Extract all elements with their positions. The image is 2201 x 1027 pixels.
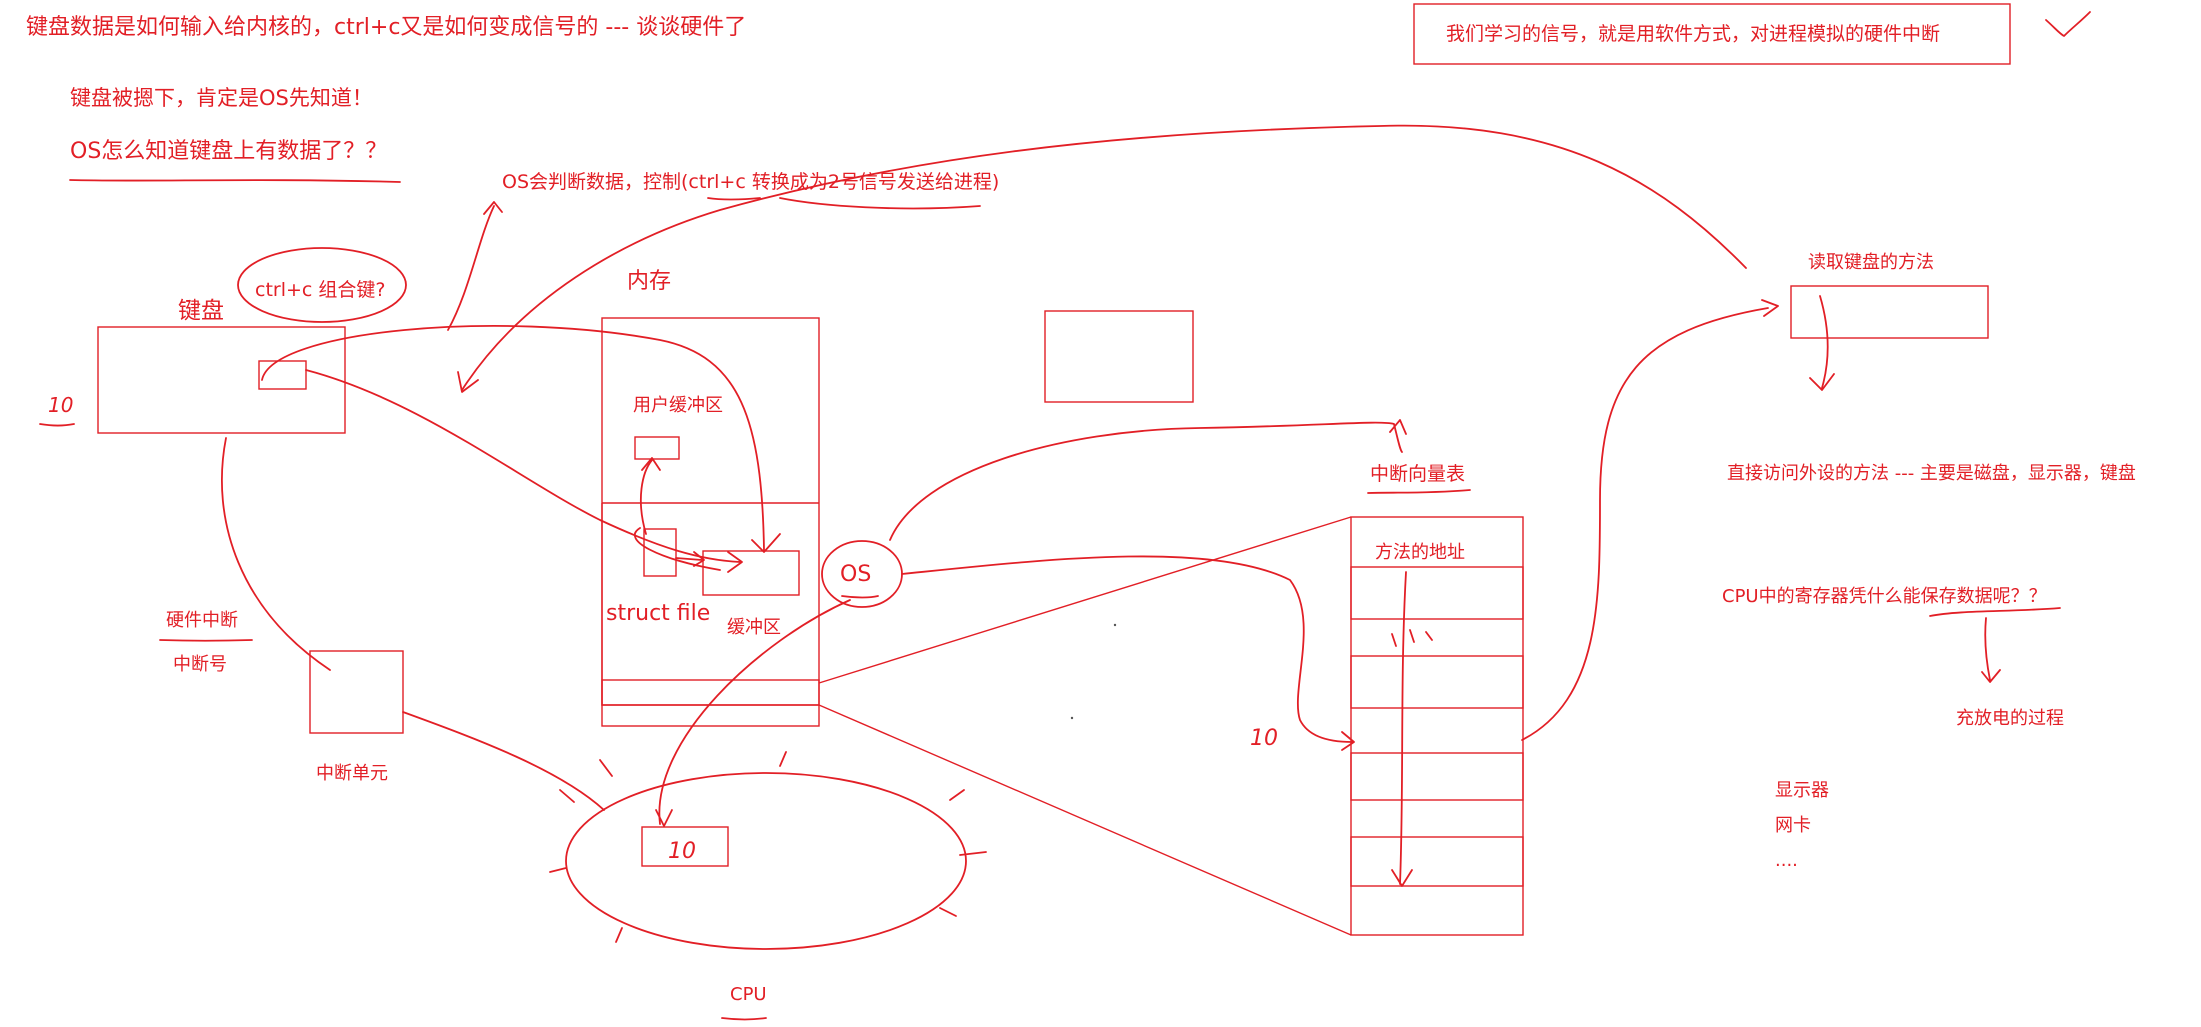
ivt-box	[1350, 516, 1524, 936]
ctrlc-combo-text: ctrl+c 组合键?	[255, 279, 385, 301]
os-first-text: 键盘被摁下，肯定是OS先知道！	[70, 86, 373, 110]
title-text: 键盘数据是如何输入给内核的，ctrl+c又是如何变成信号的 --- 谈谈硬件了	[26, 15, 746, 40]
cpu-registers-text: CPU中的寄存器凭什么能保存数据呢？？	[1722, 586, 2047, 607]
interrupt-unit-label: 中断单元	[316, 763, 388, 784]
direct-access-text: 直接访问外设的方法 --- 主要是磁盘，显示器，键盘	[1727, 463, 2136, 484]
memory-box	[601, 317, 820, 727]
ivt-index-id: 10	[1250, 726, 1278, 751]
user-buffer-box	[634, 436, 680, 460]
hw-interrupt-text: 硬件中断	[166, 610, 238, 631]
cpu-spikes	[549, 751, 987, 943]
keyboard-id-underline	[39, 423, 75, 427]
empty-box	[1044, 310, 1194, 403]
buffer-label: 缓冲区	[727, 617, 781, 638]
note-box-text: 我们学习的信号，就是用软件方式，对进程模拟的硬件中断	[1446, 23, 1940, 45]
os-label: OS	[840, 562, 871, 587]
os-judge-underline	[707, 197, 981, 210]
struct-file-label: struct file	[606, 601, 710, 626]
os-underline	[841, 595, 879, 599]
device-more: ....	[1775, 850, 1798, 871]
stray-dot	[1070, 716, 1074, 720]
struct-file-inner	[643, 528, 677, 577]
hw-interrupt-underline	[159, 639, 253, 642]
kernel-buffer-box	[702, 550, 800, 596]
interrupt-unit-box	[309, 650, 404, 734]
note-box	[1413, 3, 2011, 65]
memory-bottom-row	[601, 679, 820, 706]
cpu-register-id: 10	[668, 839, 696, 864]
checkmark-icon	[2045, 11, 2091, 37]
ivt-row-1	[1350, 566, 1524, 620]
method-addr-label: 方法的地址	[1375, 542, 1465, 563]
cpu-underline	[721, 1017, 767, 1021]
cpu-label: CPU	[730, 984, 767, 1005]
charge-text: 充放电的过程	[1956, 708, 2064, 729]
os-judge-text: OS会判断数据，控制(ctrl+c 转换成为2号信号发送给进程)	[502, 171, 999, 193]
read-kb-method-label: 读取键盘的方法	[1808, 252, 1934, 273]
struct-file-frame	[601, 503, 819, 706]
cpu-register-box	[641, 826, 729, 867]
connection-strokes	[221, 124, 1835, 936]
read-kb-method-box	[1790, 285, 1989, 339]
ivt-row-4	[1350, 836, 1524, 887]
cpu-registers-underline	[1929, 607, 2061, 617]
user-buffer-label: 用户缓冲区	[633, 395, 723, 416]
memory-label: 内存	[627, 269, 671, 294]
device-nic: 网卡	[1775, 815, 1811, 836]
keyboard-box	[97, 326, 346, 434]
ivt-row-3	[1350, 752, 1524, 801]
device-display: 显示器	[1775, 780, 1829, 801]
ivt-label: 中断向量表	[1370, 463, 1465, 485]
ctrlc-bubble	[237, 247, 407, 323]
ivt-row-2	[1350, 655, 1524, 709]
interrupt-number-text: 中断号	[173, 654, 227, 675]
ivt-tick-marks	[1391, 629, 1433, 647]
os-how-underline	[69, 179, 401, 183]
ivt-underline	[1367, 489, 1471, 494]
cpu-ellipse	[565, 772, 967, 950]
stray-dot	[1113, 623, 1117, 627]
keyboard-label: 键盘	[178, 298, 224, 324]
os-how-text: OS怎么知道键盘上有数据了？？	[70, 139, 387, 164]
keyboard-key	[258, 360, 307, 390]
charge-arrow	[1981, 617, 2001, 683]
keyboard-id: 10	[48, 393, 73, 417]
